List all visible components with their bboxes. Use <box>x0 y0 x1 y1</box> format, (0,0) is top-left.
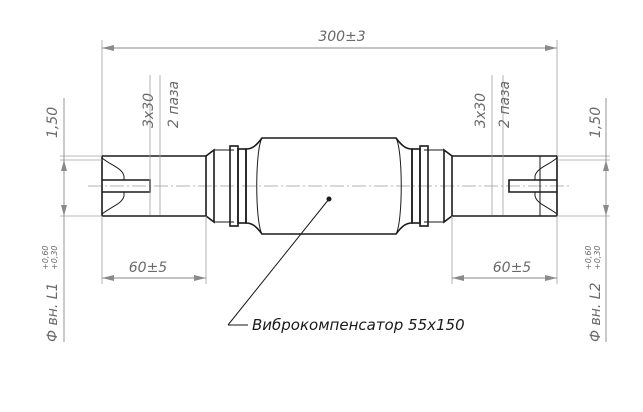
right-diameter-dimension: Ф вн. L2 +0,60 +0,30 <box>557 160 610 342</box>
right-pipe-end <box>411 145 558 227</box>
left-offset-dimension: 1,50 <box>45 98 102 168</box>
left-groove-label: 3x30 <box>141 93 157 128</box>
callout: Виброкомпенсатор 55х150 <box>227 198 465 334</box>
left-diameter-lower: +0,30 <box>50 245 59 270</box>
left-diameter-dimension: Ф вн. L1 +0,60 +0,30 <box>41 160 102 342</box>
overall-length-label: 300±3 <box>318 29 365 45</box>
right-length-label: 60±5 <box>493 260 532 276</box>
left-length-label: 60±5 <box>129 260 168 276</box>
left-offset-label: 1,50 <box>45 107 61 138</box>
right-diameter-label: Ф вн. L2 <box>588 282 604 342</box>
left-groove-dimension: 3x30 2 паза <box>141 75 182 215</box>
right-diameter-upper: +0,60 <box>584 245 593 270</box>
right-offset-dimension: 1,50 <box>557 98 610 168</box>
left-diameter-label: Ф вн. L1 <box>45 282 61 342</box>
right-offset-label: 1,50 <box>588 107 604 138</box>
overall-length-dimension: 300±3 <box>101 29 558 160</box>
right-groove-count: 2 паза <box>497 81 513 128</box>
right-length-dimension: 60±5 <box>451 216 558 284</box>
right-groove-dimension: 3x30 2 паза <box>473 75 513 215</box>
left-length-dimension: 60±5 <box>101 216 207 284</box>
left-diameter-upper: +0,60 <box>41 245 50 270</box>
right-diameter-lower: +0,30 <box>593 245 602 270</box>
right-groove-label: 3x30 <box>473 93 489 128</box>
callout-label: Виброкомпенсатор 55х150 <box>252 316 465 334</box>
left-pipe-end <box>101 145 247 227</box>
left-groove-count: 2 паза <box>166 81 182 128</box>
